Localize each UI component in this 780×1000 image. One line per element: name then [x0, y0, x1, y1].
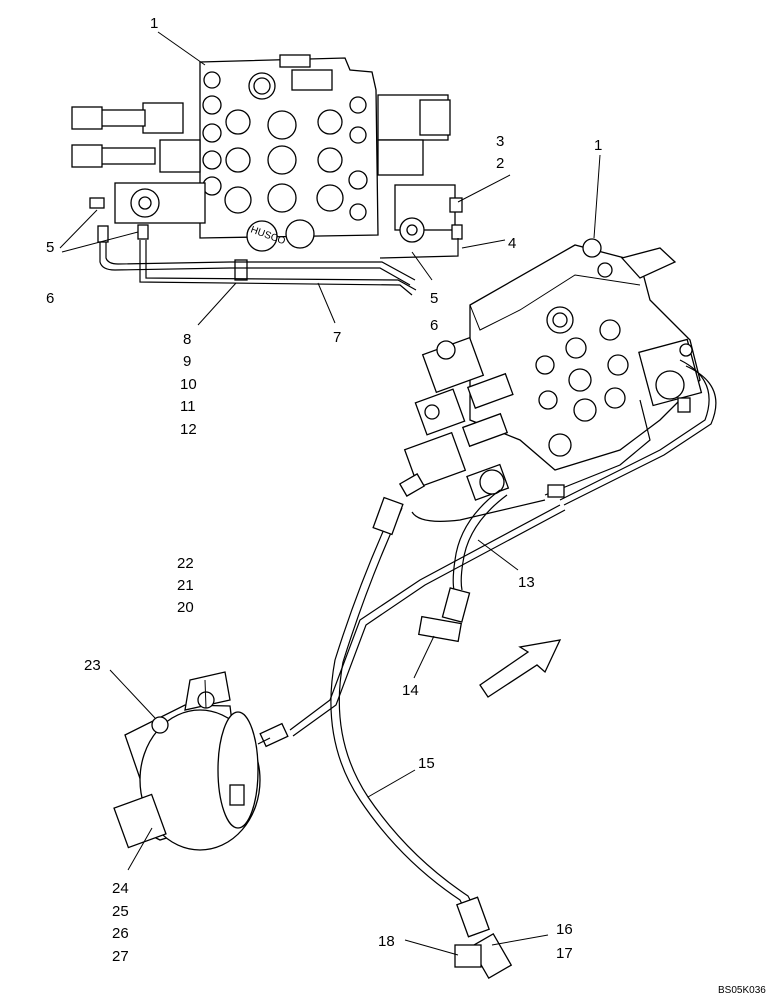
callout-5-left: 5	[46, 239, 54, 256]
hoses	[259, 473, 566, 979]
callout-16: 16	[556, 921, 573, 938]
callout-2: 2	[496, 155, 504, 172]
callout-21: 21	[177, 577, 194, 594]
callout-13: 13	[518, 574, 535, 591]
callout-5-right: 5	[430, 290, 438, 307]
callout-6-left: 6	[46, 290, 54, 307]
callout-14: 14	[402, 682, 419, 699]
callout-4: 4	[508, 235, 516, 252]
callout-8: 8	[183, 331, 191, 348]
callout-12: 12	[180, 421, 197, 438]
right-control-valve	[403, 238, 717, 522]
leader-lines	[59, 31, 601, 956]
callout-23: 23	[84, 657, 101, 674]
drawing-code: BS05K036	[718, 985, 766, 996]
callout-20: 20	[177, 599, 194, 616]
callout-1-right: 1	[594, 137, 602, 154]
callout-25: 25	[112, 903, 129, 920]
callout-9: 9	[183, 353, 191, 370]
callout-22: 22	[177, 555, 194, 572]
callout-26: 26	[112, 925, 129, 942]
callout-11: 11	[180, 398, 196, 415]
callout-18: 18	[378, 933, 395, 950]
callout-labels: 1 3 2 4 5 6 5 6 7 8 9 10 11 12 1 13 14 2…	[46, 15, 766, 996]
callout-27: 27	[112, 948, 129, 965]
top-control-valve: HUSCO	[71, 54, 463, 296]
callout-7: 7	[333, 329, 341, 346]
callout-3: 3	[496, 133, 504, 150]
callout-10: 10	[180, 376, 197, 393]
accumulator	[113, 671, 271, 851]
front-direction-arrow-icon	[479, 639, 562, 698]
callout-1-top: 1	[150, 15, 158, 32]
callout-17: 17	[556, 945, 573, 962]
callout-24: 24	[112, 880, 129, 897]
callout-6-right: 6	[430, 317, 438, 334]
callout-15: 15	[418, 755, 435, 772]
